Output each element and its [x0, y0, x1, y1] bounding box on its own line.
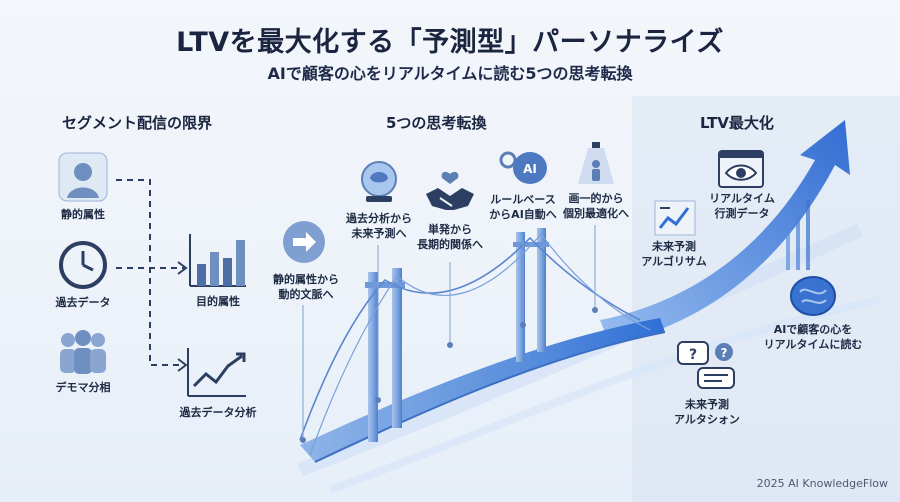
shift-1-label: 静的属性から動的文脈へ — [273, 273, 339, 301]
line-chart-icon — [187, 348, 246, 397]
algorithm-chart-icon — [654, 200, 696, 236]
shift-3-label: 単発から長期的関係へ — [417, 223, 483, 251]
label-read-customer-mind: AIで顧客の心をリアルタイムに読む — [763, 323, 863, 351]
marker-dot — [300, 437, 306, 443]
growth-arrow — [600, 120, 850, 345]
label-past-data: 過去データ — [55, 296, 111, 309]
label-prediction-alert: 未来予測アルタシォン — [674, 398, 740, 426]
ai-brain-icon: AI — [499, 151, 547, 184]
marker-dot — [592, 307, 598, 313]
section-heading-left: セグメント配信の限界 — [62, 114, 213, 132]
glow-trail — [328, 296, 881, 494]
copyright: 2025 AI KnowledgeFlow — [756, 477, 888, 490]
group-icon — [60, 330, 106, 374]
shift-4-label: ルールベースからAI自動へ — [489, 193, 557, 221]
bridge-deck-edge — [314, 331, 666, 463]
label-past-data-analysis: 過去データ分析 — [179, 406, 257, 419]
label-static-attributes: 静的属性 — [61, 208, 105, 221]
handshake-icon — [426, 171, 474, 210]
bridge-tower — [365, 282, 405, 288]
marker-dot — [520, 322, 526, 328]
bar — [796, 215, 800, 270]
section-heading-middle: 5つの思考転換 — [386, 114, 487, 132]
bridge-cable — [309, 233, 651, 456]
svg-text:?: ? — [721, 346, 728, 360]
section-heading-right: LTV最大化 — [700, 114, 774, 132]
marker-dot — [447, 342, 453, 348]
chat-bubbles-icon: ? ? — [677, 341, 735, 389]
shift-2-label: 過去分析から未来予測へ — [346, 212, 412, 240]
monitor-eye-icon — [718, 150, 764, 188]
crystal-ball-icon — [361, 161, 397, 202]
bridge-tower — [392, 268, 402, 428]
svg-text:?: ? — [689, 347, 697, 363]
bar — [806, 200, 810, 270]
bridge-cable — [299, 236, 641, 441]
marker-dot — [375, 397, 381, 403]
page-subtitle: AIで顧客の心をリアルタイムに読む5つの思考転換 — [267, 64, 633, 83]
label-realtime-data: リアルタイム行測データ — [709, 192, 775, 220]
clock-icon — [59, 241, 107, 289]
bridge-tower — [368, 272, 378, 442]
svg-text:AI: AI — [523, 162, 537, 176]
shift-5-label: 画一的から個別最適化へ — [563, 192, 629, 220]
spotlight-person-icon — [578, 142, 614, 184]
bridge-tower — [516, 232, 525, 362]
brain-icon — [790, 276, 836, 316]
label-prediction-algorithm: 未来予測アルゴリサム — [641, 240, 707, 268]
label-demographics: デモマ分相 — [55, 381, 111, 394]
person-icon — [58, 152, 108, 202]
bridge-tower — [537, 228, 546, 352]
bar-chart-icon — [189, 234, 246, 287]
dashed-connectors — [116, 179, 188, 372]
arrow-right-icon — [283, 221, 325, 263]
page-title: LTVを最大化する「予測型」パーソナライズ — [176, 27, 724, 58]
bar — [786, 230, 790, 270]
label-purpose-attributes: 目的属性 — [196, 295, 240, 308]
